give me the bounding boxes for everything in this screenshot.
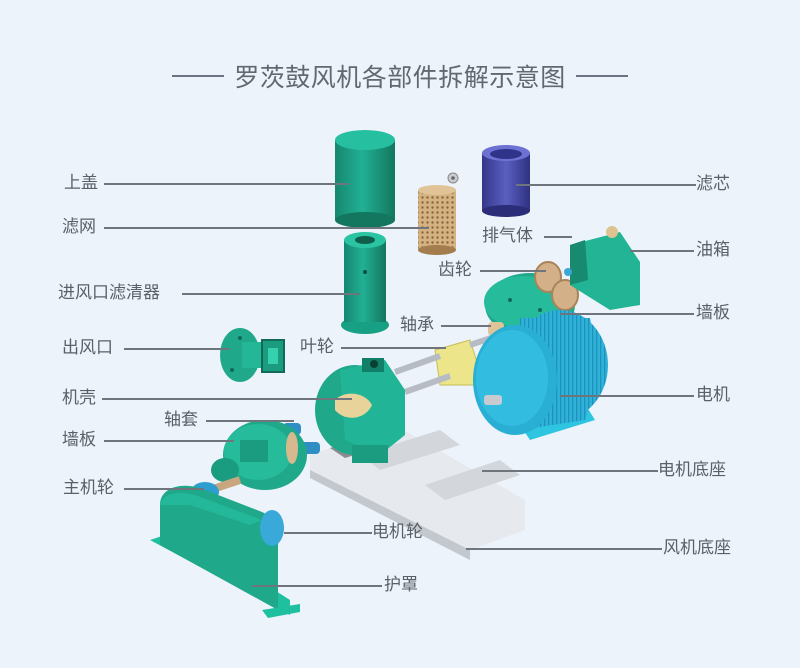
leader-guard (252, 585, 382, 587)
inlet-filter-part (341, 232, 389, 334)
leader-top-cover (104, 183, 349, 185)
leader-blower-base (466, 548, 662, 550)
label-guard: 护罩 (384, 575, 418, 595)
leader-filter-core (516, 184, 696, 186)
leader-wall-plate-right (560, 313, 694, 315)
label-main-pulley: 主机轮 (63, 478, 114, 498)
label-top-cover: 上盖 (64, 173, 98, 193)
leader-motor-pulley (284, 532, 372, 534)
leader-oil-tank (630, 250, 694, 252)
top-cover-part (335, 130, 395, 228)
leader-motor-base (482, 470, 658, 472)
leader-main-pulley (124, 488, 204, 490)
leader-gear (480, 270, 546, 272)
leader-wall-plate-left (104, 440, 234, 442)
filter-core-part (482, 145, 530, 217)
diagram-title: 罗茨鼓风机各部件拆解示意图 (234, 63, 566, 92)
label-motor: 电机 (696, 385, 730, 405)
label-motor-pulley: 电机轮 (372, 522, 423, 542)
label-outlet: 出风口 (62, 338, 113, 358)
leader-inlet-filter (182, 293, 360, 295)
leader-exhaust-body (544, 236, 572, 238)
wall-plate-left-part (211, 420, 307, 490)
label-wall-plate-right: 墙板 (696, 303, 730, 323)
label-casing: 机壳 (62, 388, 96, 408)
label-inlet-filter: 进风口滤清器 (58, 283, 160, 303)
motor-part (473, 310, 608, 440)
gear-part (534, 261, 579, 311)
label-exhaust-body: 排气体 (482, 226, 533, 246)
label-gear: 齿轮 (438, 260, 472, 280)
washer-part (447, 172, 459, 184)
diagram-title-bar: 罗茨鼓风机各部件拆解示意图 (0, 56, 800, 96)
casing-part (315, 358, 405, 463)
leader-motor (560, 395, 694, 397)
label-blower-base: 风机底座 (663, 538, 731, 558)
title-dash-right (575, 75, 628, 77)
title-dash-left (172, 75, 225, 77)
leader-bearing (441, 325, 491, 327)
label-bearing: 轴承 (400, 315, 434, 335)
leader-impeller (341, 347, 446, 349)
label-wall-plate-left: 墙板 (62, 430, 96, 450)
label-oil-tank: 油箱 (696, 240, 730, 260)
filter-mesh-part (418, 185, 456, 255)
outlet-part (220, 328, 285, 382)
label-motor-base: 电机底座 (658, 460, 726, 480)
oil-tank-part (564, 226, 640, 310)
label-filter-core: 滤芯 (696, 174, 730, 194)
label-shaft-sleeve: 轴套 (164, 410, 198, 430)
leader-outlet (124, 348, 230, 350)
leader-shaft-sleeve (206, 420, 294, 422)
leader-casing (102, 398, 352, 400)
label-impeller: 叶轮 (300, 337, 334, 357)
leader-filter-mesh (104, 227, 429, 229)
label-filter-mesh: 滤网 (62, 217, 96, 237)
guard-part (150, 485, 300, 618)
